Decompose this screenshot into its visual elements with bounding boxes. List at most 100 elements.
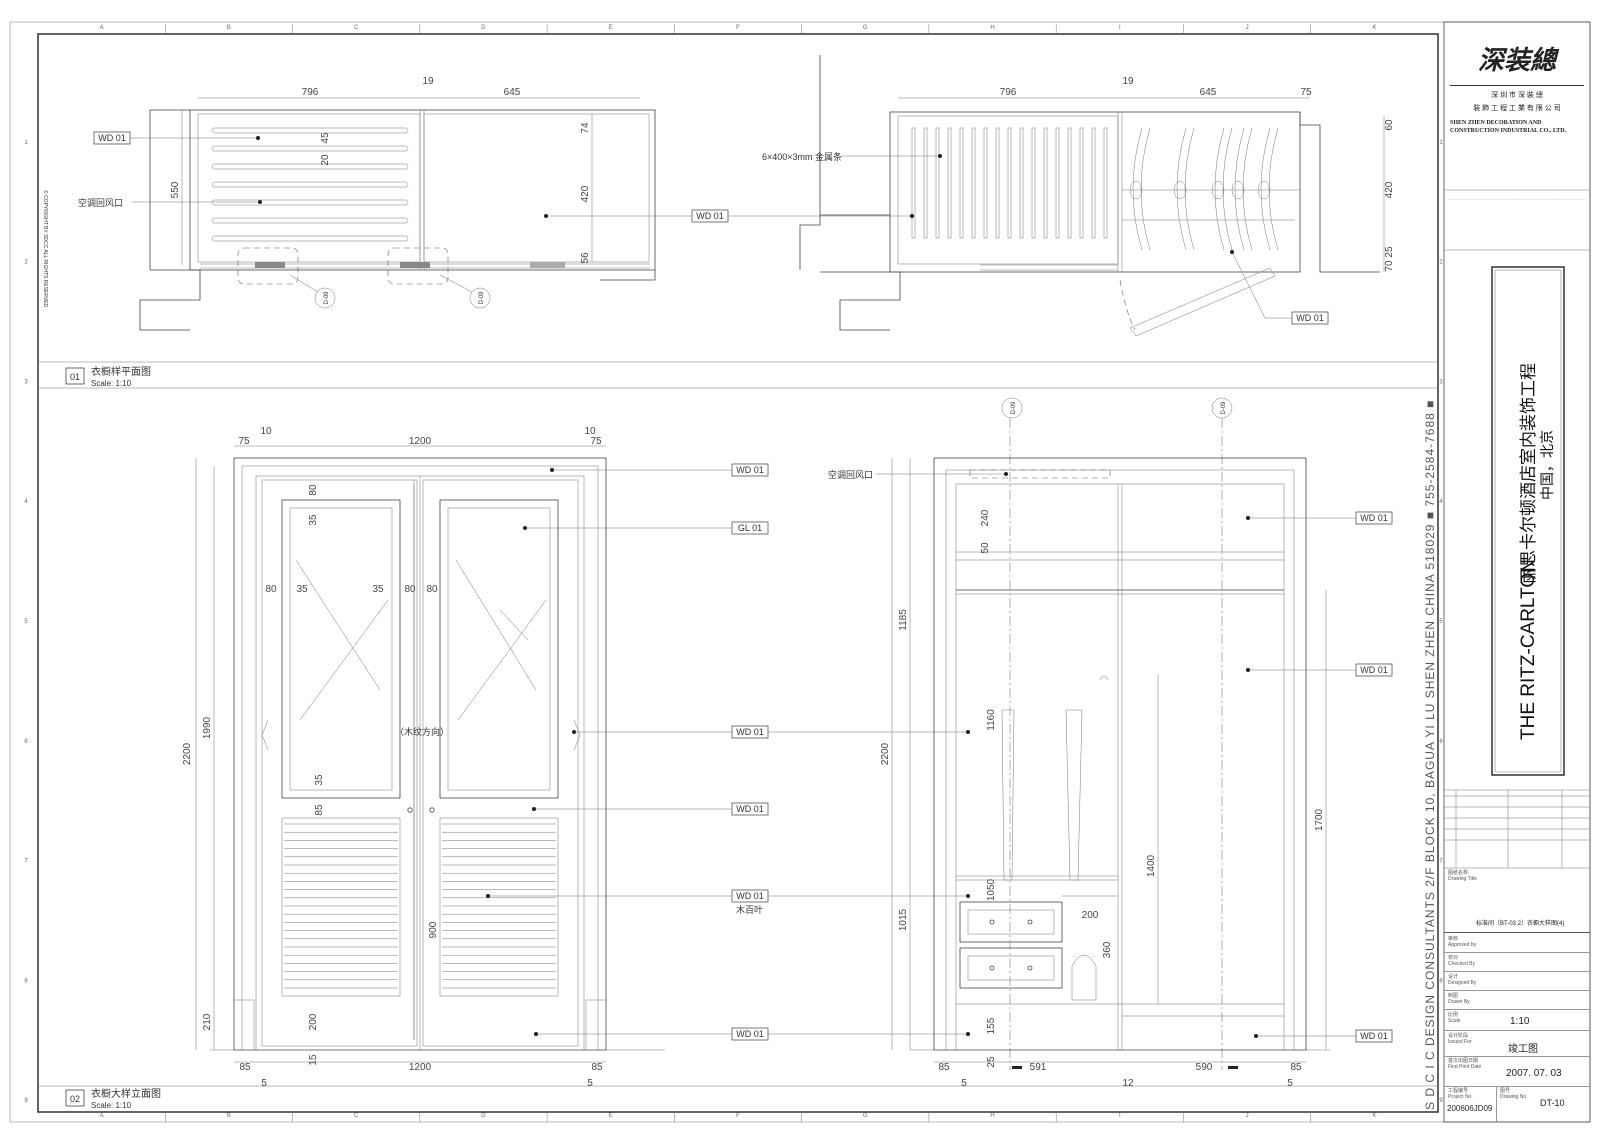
svg-text:WD 01: WD 01	[736, 727, 764, 737]
dim: 85	[591, 1062, 603, 1073]
dim: 210	[202, 1013, 213, 1030]
dim: 591	[1030, 1062, 1047, 1073]
dim: 5	[1287, 1078, 1293, 1089]
metal-bar	[1103, 127, 1108, 239]
grid-column-label: F	[736, 25, 740, 31]
hanger	[1242, 127, 1253, 251]
svg-text:WD 01: WD 01	[1360, 665, 1388, 675]
first-print-date: 2007. 07. 03	[1506, 1068, 1562, 1079]
metal-bar	[1019, 127, 1024, 239]
dim: 645	[504, 87, 521, 98]
grid-row-label: 8	[1439, 978, 1443, 984]
dim: 75	[238, 436, 250, 447]
dim: 75	[1300, 87, 1312, 98]
dim: 60	[1384, 119, 1395, 131]
dim: 12	[1122, 1078, 1134, 1089]
grid-column-label: F	[736, 1113, 740, 1119]
grid-row-label: 1	[24, 140, 28, 146]
hanger-hook	[1231, 180, 1245, 200]
dim: 35	[372, 584, 384, 595]
issue-status: 竣工图	[1508, 1044, 1538, 1055]
grid-row-label: 8	[24, 978, 28, 984]
dim: 1200	[409, 436, 432, 447]
dim: 80	[404, 584, 416, 595]
metal-bar	[947, 127, 952, 239]
material-tag: WD 01	[731, 463, 769, 477]
hanger	[1176, 127, 1187, 251]
dim: 75	[590, 436, 602, 447]
metal-bar	[1043, 127, 1048, 239]
drawing-title: 标准间（BT-03 2）衣橱大样图(4)	[1476, 921, 1565, 927]
svg-text:WD 01: WD 01	[736, 804, 764, 814]
louvers	[284, 823, 556, 989]
vent-slot	[211, 127, 409, 134]
grid-column-label: H	[990, 25, 994, 31]
dim: 35	[308, 514, 319, 526]
dim: 1160	[986, 709, 997, 731]
material-tag: WD 01	[93, 131, 131, 145]
hanger	[1140, 127, 1151, 251]
grid-column-label: G	[863, 25, 868, 31]
dim: 25	[1384, 246, 1395, 258]
grid-row-label: 9	[24, 1098, 28, 1104]
grid-column-label: I	[1119, 1113, 1121, 1119]
grid-column-label: B	[227, 1113, 231, 1119]
dim: 900	[428, 921, 439, 938]
hanger	[1268, 127, 1279, 251]
metal-bar	[983, 127, 988, 239]
elev-number-box	[65, 1089, 85, 1107]
callout-label: D-09	[1011, 401, 1017, 415]
dim: 20	[320, 154, 331, 166]
grid-row-label: 7	[24, 859, 28, 865]
ac-return-note: 空调回风口	[78, 197, 123, 208]
section-callout-icon	[314, 287, 336, 309]
grid-column-label: I	[1119, 25, 1121, 31]
hanger	[1132, 127, 1143, 251]
dim: 15	[308, 1054, 319, 1066]
metal-bar	[995, 127, 1000, 239]
hanger-hook	[1257, 180, 1271, 200]
hanger	[1222, 127, 1233, 251]
dim: 10	[260, 426, 272, 437]
grid-column-label: G	[863, 1113, 868, 1119]
dim: 420	[580, 185, 591, 202]
dim: 56	[580, 252, 591, 264]
vent-slot	[211, 163, 409, 170]
grid-row-label: 6	[24, 739, 28, 745]
svg-text:WD 01: WD 01	[736, 1029, 764, 1039]
dim: 2200	[182, 742, 193, 765]
dim: 85	[239, 1062, 251, 1073]
metal-bar	[1091, 127, 1096, 239]
grid-column-label: B	[227, 25, 231, 31]
notes-block: ........................................…	[1448, 196, 1586, 201]
grid-column-label: C	[354, 25, 359, 31]
plan-number-box	[65, 367, 85, 385]
dim: 1400	[1146, 854, 1157, 877]
dim: 35	[314, 774, 325, 786]
company-logo: 深装總	[1477, 46, 1556, 76]
material-tag: WD 01	[731, 802, 769, 816]
dim: 80	[426, 584, 438, 595]
vent-slot	[211, 199, 409, 206]
section-callout-icon	[469, 287, 491, 309]
hanger-hook	[1173, 180, 1187, 200]
dim: 155	[986, 1017, 997, 1034]
title-block: THE RITZ-CARLTON 丽思卡尔顿酒店室内装饰工程 中国，北京 S D…	[1423, 21, 1591, 1123]
elev-number: 02	[70, 1094, 80, 1104]
louver-note: 木百叶	[736, 904, 763, 915]
dim: 796	[1000, 87, 1017, 98]
grid-row-label: 3	[24, 379, 28, 385]
grid-column-label: D	[481, 25, 486, 31]
company-name-en: SHEN ZHEN DECORATION AND CONSTRUCTION IN…	[1450, 120, 1567, 134]
plan-title: 衣橱样平面图	[91, 365, 151, 378]
metal-bar-note: 6×400×3mm 金属条	[762, 151, 842, 162]
svg-text:WD 01: WD 01	[696, 211, 724, 221]
grid-row-label: 5	[24, 619, 28, 625]
ac-return-note: 空调回风口	[828, 469, 873, 480]
inner-border	[37, 33, 1439, 1113]
elev-scale: Scale: 1:10	[91, 1101, 132, 1110]
dim: 1185	[898, 609, 909, 631]
